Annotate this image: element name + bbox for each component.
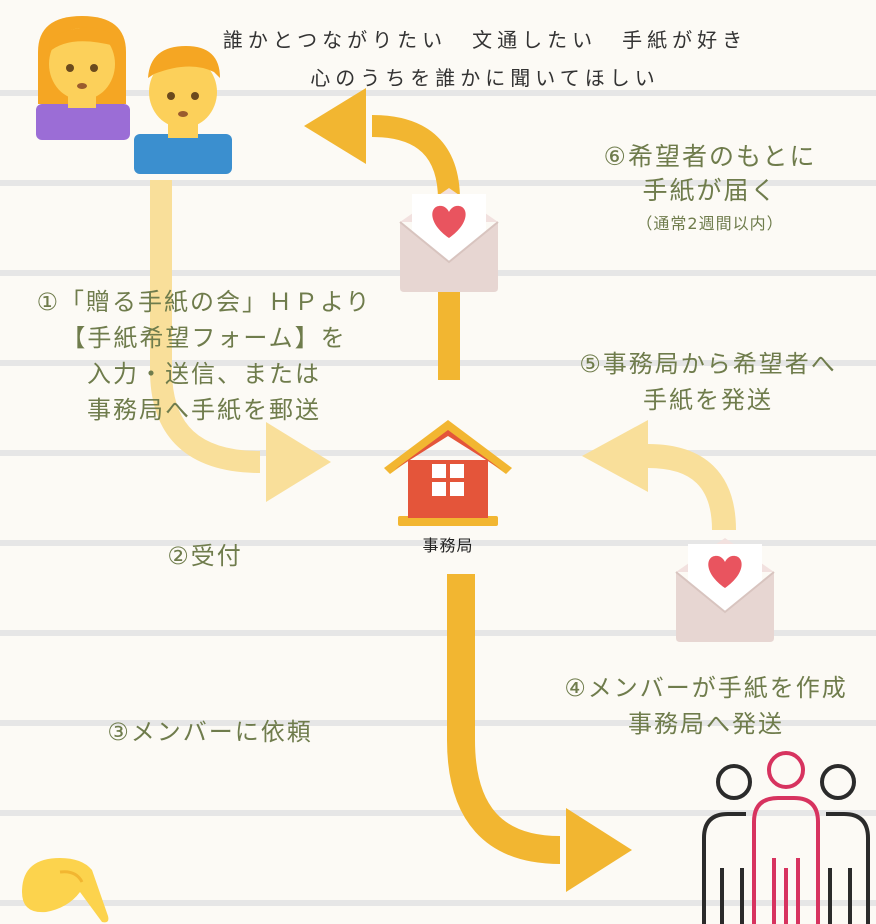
step-1-line-2: 【手紙希望フォーム】を: [61, 324, 347, 352]
step-4-text: ④メンバーが手紙を作成 事務局へ発送: [536, 670, 876, 742]
step-4-line-2: 事務局へ発送: [628, 710, 784, 738]
step-6-line-2: 手紙が届く: [642, 176, 778, 205]
step-2-text: ②受付: [167, 542, 243, 570]
step-6-text: ⑥希望者のもとに 手紙が届く: [560, 140, 860, 208]
step-4-line-1: ④メンバーが手紙を作成: [564, 674, 848, 702]
pointing-hand-icon: [22, 858, 109, 923]
arrow-members-to-office: [582, 420, 736, 531]
envelope-heart-icon: [675, 538, 775, 642]
step-6-note: （通常2週間以内）: [636, 214, 784, 233]
house-icon: [384, 420, 512, 526]
step-5-line-1: ⑤事務局から希望者へ: [579, 350, 837, 378]
man-icon: [134, 46, 232, 174]
envelope-heart-icon: [399, 188, 499, 292]
arrow-requester-to-office: [150, 180, 331, 502]
woman-icon: [36, 16, 130, 140]
step-1-line-1: ①「贈る手紙の会」ＨＰより: [36, 288, 372, 316]
step-5-line-2: 手紙を発送: [643, 386, 773, 414]
office-label: 事務局: [422, 536, 474, 555]
step-6-line-1: ⑥希望者のもとに: [603, 142, 817, 171]
step-3-text: ③メンバーに依頼: [107, 718, 313, 746]
people-icon: [36, 16, 232, 174]
header-line-2: 心のうちを誰かに聞いてほしい: [310, 66, 660, 90]
arrow-office-to-members: [447, 574, 632, 892]
step-5-text: ⑤事務局から希望者へ 手紙を発送: [548, 346, 868, 418]
header-line-1: 誰かとつながりたい 文通したい 手紙が好き: [222, 28, 748, 52]
step-1-line-3: 入力・送信、または: [87, 360, 321, 388]
step-1-line-4: 事務局へ手紙を郵送: [87, 396, 321, 424]
group-icon: [702, 751, 870, 924]
step-1-text: ①「贈る手紙の会」ＨＰより 【手紙希望フォーム】を 入力・送信、または 事務局へ…: [4, 284, 404, 428]
